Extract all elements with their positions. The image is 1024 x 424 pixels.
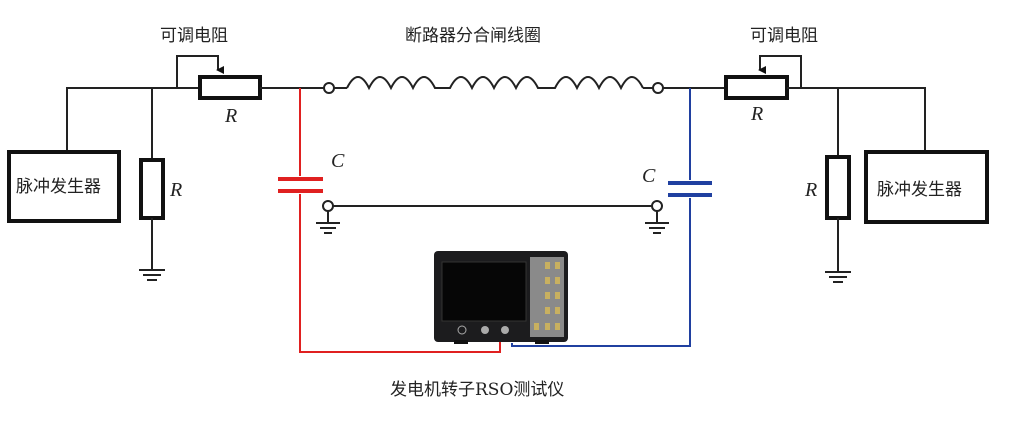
left-pulse-generator bbox=[7, 150, 121, 223]
r-label: R bbox=[750, 103, 763, 125]
left-adjustable-resistor bbox=[198, 75, 262, 100]
ground-icon bbox=[139, 269, 165, 281]
r-label: R bbox=[224, 105, 237, 127]
right-circuit bbox=[663, 55, 989, 283]
ground-icon bbox=[316, 222, 340, 234]
right-adjustable-resistor bbox=[724, 75, 789, 100]
right-capacitor-lead bbox=[511, 88, 712, 347]
left-adjustable-resistor-label: 可调电阻 bbox=[160, 26, 228, 46]
right-adjustable-resistor-label: 可调电阻 bbox=[750, 26, 818, 46]
left-pulse-generator-label: 脉冲发生器 bbox=[16, 177, 101, 197]
ground-bus bbox=[316, 200, 669, 234]
right-shunt-resistor bbox=[825, 155, 851, 220]
ground-icon bbox=[645, 222, 669, 234]
tester-label: 发电机转子RSO测试仪 bbox=[390, 380, 564, 400]
right-pulse-generator bbox=[864, 150, 989, 224]
c-label: C bbox=[331, 150, 345, 172]
ground-icon bbox=[825, 271, 851, 283]
rso-tester-device bbox=[434, 251, 568, 344]
r-label: R bbox=[804, 179, 817, 201]
r-label: R bbox=[169, 179, 182, 201]
c-label: C bbox=[642, 165, 656, 187]
left-circuit bbox=[7, 55, 324, 281]
left-shunt-resistor bbox=[139, 158, 165, 220]
breaker-coil bbox=[323, 76, 664, 94]
left-capacitor-lead bbox=[278, 88, 501, 353]
coil-label: 断路器分合闸线圈 bbox=[405, 26, 541, 46]
right-pulse-generator-label: 脉冲发生器 bbox=[877, 180, 962, 200]
